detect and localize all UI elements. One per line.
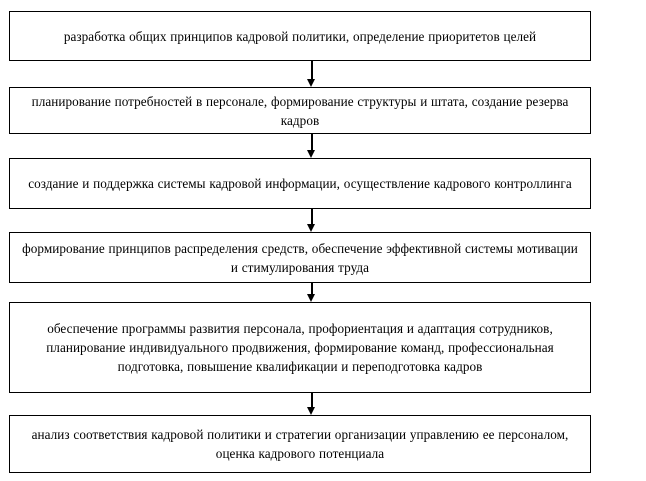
connector-line — [311, 61, 313, 80]
flowchart-node-5-label: обеспечение программы развития персонала… — [46, 321, 554, 374]
arrow-down-icon — [307, 407, 315, 415]
flowchart-node-4: формирование принципов распределения сре… — [9, 232, 591, 283]
flowchart-connector-3 — [307, 209, 316, 232]
connector-line — [311, 393, 313, 408]
flowchart-node-5: обеспечение программы развития персонала… — [9, 302, 591, 393]
arrow-down-icon — [307, 150, 315, 158]
flowchart-node-1-label: разработка общих принципов кадровой поли… — [63, 28, 537, 44]
connector-line — [311, 209, 313, 225]
arrow-down-icon — [307, 224, 315, 232]
connector-line — [311, 134, 313, 151]
flowchart-connector-1 — [307, 61, 316, 87]
flowchart-connector-5 — [307, 393, 316, 415]
flowchart-node-4-label: формирование принципов распределения сре… — [22, 240, 578, 275]
flowchart-node-3-label: создание и поддержка системы кадровой ин… — [28, 176, 572, 191]
flowchart-connector-4 — [307, 283, 316, 302]
flowchart-node-6: анализ соответствия кадровой политики и … — [9, 415, 591, 473]
arrow-down-icon — [307, 79, 315, 87]
flowchart-node-6-label: анализ соответствия кадровой политики и … — [31, 427, 569, 461]
flowchart-node-3: создание и поддержка системы кадровой ин… — [9, 158, 591, 209]
flowchart-node-2-label: планирование потребностей в персонале, ф… — [31, 93, 569, 128]
connector-line — [311, 283, 313, 295]
flowchart-node-2: планирование потребностей в персонале, ф… — [9, 87, 591, 134]
flowchart-node-1: разработка общих принципов кадровой поли… — [9, 11, 591, 61]
arrow-down-icon — [307, 294, 315, 302]
flowchart-connector-2 — [307, 134, 316, 158]
